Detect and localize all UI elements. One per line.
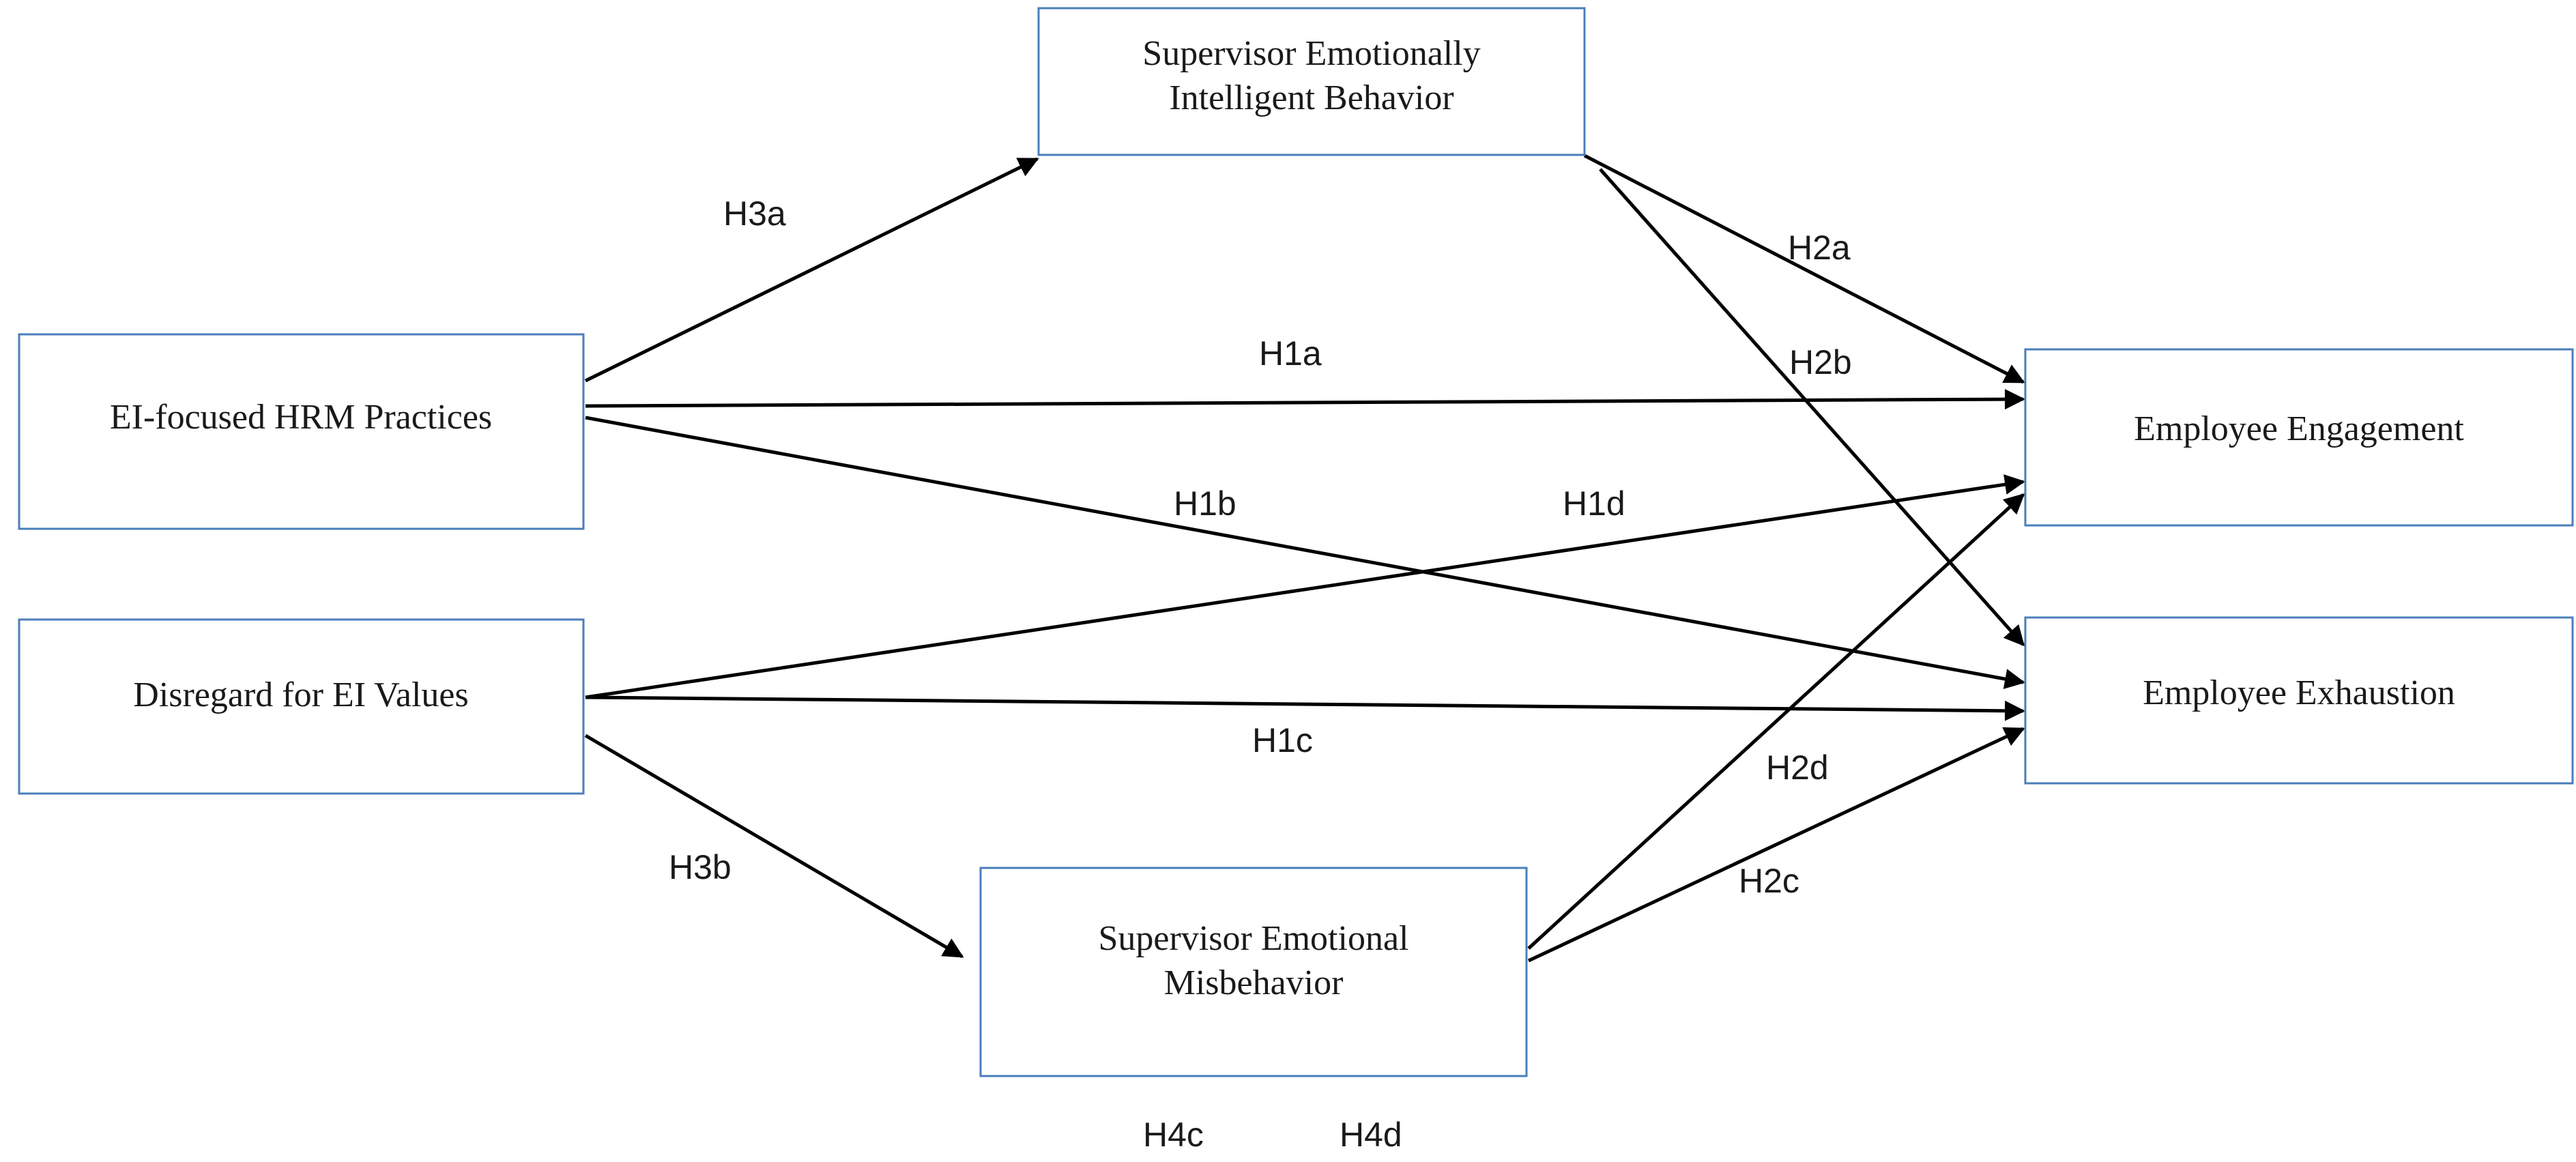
label-h4c: H4c [1143,1116,1204,1154]
edge-labels: H3a H1a H1b H1d H1c H3b H2a H2b H2d H2c … [669,194,1852,1154]
node-supervisor-emotionally-intelligent-behavior: Supervisor Emotionally Intelligent Behav… [1037,7,1586,156]
node-label-line: Employee Exhaustion [2143,673,2455,712]
node-ei-focused-hrm-practices: EI-focused HRM Practices [18,333,585,530]
edge-label-h1c: H1c [1252,721,1313,759]
edge-label-h1d: H1d [1563,484,1625,523]
edge-h1b-arrow [585,416,2025,689]
edge-h1a-arrow [585,389,2025,410]
node-employee-engagement: Employee Engagement [2024,348,2574,527]
edge-label-h2b: H2b [1789,343,1852,381]
edge-h2a-arrow [1583,154,2025,384]
node-label-line: Disregard for EI Values [133,676,468,714]
node-label-line: Supervisor Emotional [1099,919,1409,958]
edges [584,154,2025,963]
node-label-line: Intelligent Behavior [1169,78,1453,117]
edge-h2b-arrow [1599,168,2025,647]
edge-h1c-arrow [585,695,2025,721]
node-label-line: Misbehavior [1164,963,1344,1002]
edge-label-h2d: H2d [1766,749,1829,787]
edge-label-h2a: H2a [1788,229,1851,267]
node-label-line: Employee Engagement [2134,409,2464,448]
edge-label-h3a: H3a [723,194,786,233]
label-h4d: H4d [1340,1116,1402,1154]
edge-h2c-arrow [1527,727,2025,963]
edge-label-h1b: H1b [1174,484,1236,523]
edge-h1d-arrow [585,474,2025,699]
node-employee-exhaustion: Employee Exhaustion [2024,616,2574,785]
edge-label-h3b: H3b [669,848,732,886]
node-disregard-for-ei-values: Disregard for EI Values [18,618,585,795]
node-label-line: Supervisor Emotionally [1142,34,1480,73]
node-supervisor-emotional-misbehavior: Supervisor Emotional Misbehavior [979,867,1528,1077]
edge-h3a-arrow [584,157,1039,383]
edge-h3b-arrow [584,733,964,959]
edge-label-h1a: H1a [1259,334,1322,373]
node-label-line: EI-focused HRM Practices [110,398,492,437]
edge-label-h2c: H2c [1739,862,1799,900]
edge-h2d-arrow [1527,493,2025,950]
